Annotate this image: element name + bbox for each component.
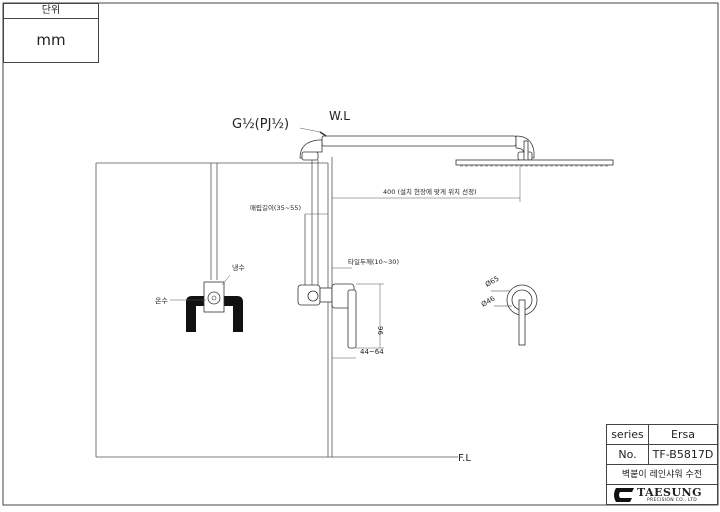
valve-body-side bbox=[297, 283, 357, 349]
floor-line-label: F.L bbox=[458, 453, 471, 464]
dia-65-label: Ø65 bbox=[484, 275, 500, 289]
product-description: 벽붙이 레인샤워 수전 bbox=[607, 465, 717, 485]
dimension-lines bbox=[299, 127, 521, 359]
series-value: Ersa bbox=[671, 428, 695, 441]
brand-name: TAESUNG bbox=[637, 486, 702, 499]
series-row: series Ersa bbox=[607, 425, 717, 445]
model-no-value: TF-B5817D bbox=[652, 448, 714, 461]
brand-mark-icon bbox=[614, 488, 634, 502]
inlet-thread-label: G½(PJ½) bbox=[232, 117, 289, 132]
unit-value: mm bbox=[36, 31, 66, 49]
model-no-label: No. bbox=[607, 445, 649, 464]
rain-shower-head bbox=[455, 159, 614, 167]
water-line-label: W.L bbox=[329, 109, 350, 123]
hot-water-label: 온수 bbox=[155, 297, 168, 305]
dim-96-label: 96 bbox=[376, 326, 384, 335]
brand-logo: TAESUNG PRECISION CO., LTD bbox=[607, 485, 717, 505]
burial-depth-label: 매립길이(35~55) bbox=[250, 203, 301, 212]
head-distance-label: 400 (설치 현장에 맞게 위치 선정) bbox=[383, 187, 477, 196]
model-row: No. TF-B5817D bbox=[607, 445, 717, 465]
riser-pipe bbox=[210, 160, 319, 290]
valve-body-front bbox=[186, 281, 243, 332]
dim-44-64-label: 44~64 bbox=[360, 348, 384, 356]
trim-plate bbox=[491, 284, 538, 346]
title-block: series Ersa No. TF-B5817D 벽붙이 레인샤워 수전 TA… bbox=[606, 424, 718, 505]
brand-subtitle: PRECISION CO., LTD bbox=[647, 498, 697, 503]
cold-water-label: 냉수 bbox=[232, 263, 245, 272]
tile-thickness-label: 타일두께(10~30) bbox=[348, 257, 399, 266]
unit-label: 단위 bbox=[4, 4, 98, 19]
leader-lines bbox=[170, 274, 231, 301]
wall-outline bbox=[95, 157, 458, 458]
unit-box: 단위 mm bbox=[3, 3, 99, 63]
series-label: series bbox=[607, 425, 649, 444]
dia-46-label: Ø46 bbox=[480, 294, 497, 308]
shower-arm bbox=[299, 131, 535, 162]
